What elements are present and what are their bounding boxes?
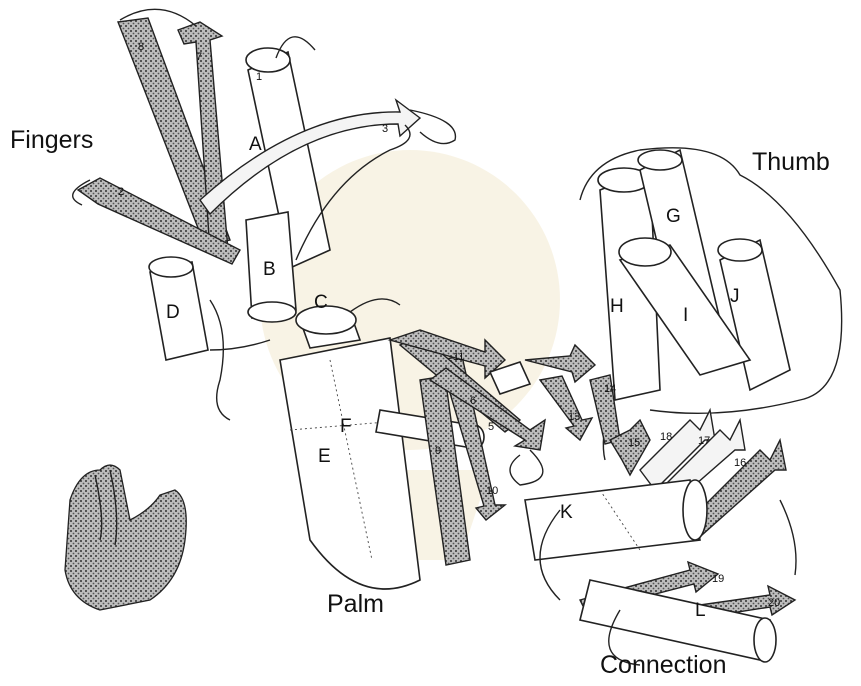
region-label-palm: Palm <box>327 590 384 618</box>
helix-J <box>720 240 790 390</box>
strand-label-17: 17 <box>698 435 710 447</box>
region-label-thumb: Thumb <box>752 148 830 176</box>
strand-label-13: 13 <box>568 411 580 423</box>
helix-label-H: H <box>610 296 624 317</box>
strand-label-16: 16 <box>734 457 746 469</box>
strand-label-1: 1 <box>256 71 262 83</box>
helix-label-E: E <box>318 446 331 467</box>
strand-13 <box>540 376 592 440</box>
helix-label-D: D <box>166 302 180 323</box>
strand-label-20: 20 <box>768 597 780 609</box>
helix-label-J: J <box>730 286 740 307</box>
helix-label-A: A <box>249 134 262 155</box>
strand-label-3: 3 <box>382 123 388 135</box>
hand-sketch-illustration <box>65 465 186 610</box>
strand-label-2: 2 <box>118 186 124 198</box>
helix-K <box>525 480 700 560</box>
strand-label-5: 5 <box>488 421 494 433</box>
strand-label-11: 11 <box>453 351 464 363</box>
strand-label-8: 8 <box>138 41 144 53</box>
strand-label-14: 14 <box>604 383 616 395</box>
helix-label-C: C <box>314 292 328 313</box>
strand-label-7: 7 <box>196 51 202 63</box>
helix-label-F: F <box>340 416 352 437</box>
helix-label-L: L <box>695 600 706 621</box>
helix-label-B: B <box>263 259 276 280</box>
region-label-connection: Connection <box>600 651 726 679</box>
strand-label-19: 19 <box>712 573 724 585</box>
helix-label-K: K <box>560 502 573 523</box>
strand-label-10: 10 <box>486 485 498 497</box>
helix-label-G: G <box>666 206 681 227</box>
strand-label-6: 6 <box>470 395 476 407</box>
strand-label-15: 15 <box>628 437 640 449</box>
strand-label-9: 9 <box>435 445 441 457</box>
helix-label-I: I <box>683 305 688 326</box>
helix-L <box>580 580 770 660</box>
strand-label-18: 18 <box>660 431 672 443</box>
region-label-fingers: Fingers <box>10 126 93 154</box>
